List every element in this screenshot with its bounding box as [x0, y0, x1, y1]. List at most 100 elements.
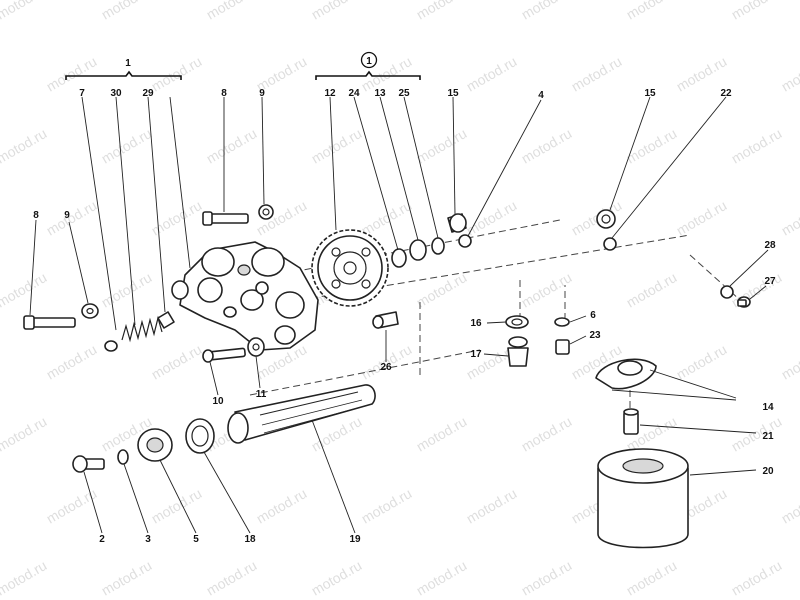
- callout-16: 16: [470, 318, 482, 329]
- watermark-text: motod.ru: [624, 125, 680, 166]
- callout-15-left: 15: [447, 88, 459, 99]
- fitting-17: [507, 336, 529, 367]
- watermark-text: motod.ru: [569, 53, 625, 94]
- watermark-text: motod.ru: [99, 557, 155, 598]
- callout-10: 10: [212, 396, 224, 407]
- watermark-text: motod.ru: [729, 557, 785, 598]
- washer-16: [505, 315, 529, 329]
- watermark-text: motod.ru: [414, 413, 470, 454]
- callout-3: 3: [145, 534, 151, 545]
- bush-15-left: [447, 213, 467, 233]
- washer-28: [720, 285, 734, 299]
- watermark-text: motod.ru: [309, 0, 365, 23]
- watermark-text: motod.ru: [729, 125, 785, 166]
- washer-9-top: [258, 204, 274, 220]
- watermark-text: motod.ru: [779, 53, 800, 94]
- washer-6: [554, 317, 570, 327]
- flange-5: [137, 428, 173, 462]
- callout-25: 25: [398, 88, 410, 99]
- watermark-text: motod.ru: [0, 557, 49, 598]
- callout-27: 27: [764, 276, 776, 287]
- snap-ring-25: [431, 237, 445, 255]
- watermark-text: motod.ru: [44, 341, 100, 382]
- watermark-text: motod.ru: [149, 341, 205, 382]
- callout-6: 6: [590, 310, 596, 321]
- callout-19: 19: [349, 534, 361, 545]
- watermark-text: motod.ru: [149, 53, 205, 94]
- group-label-1: 1: [125, 58, 131, 69]
- watermark-text: motod.ru: [624, 269, 680, 310]
- callout-14: 14: [762, 402, 774, 413]
- watermark-text: motod.ru: [414, 557, 470, 598]
- watermark-text: motod.ru: [309, 557, 365, 598]
- watermark-text: motod.ru: [254, 485, 310, 526]
- watermark-text: motod.ru: [99, 269, 155, 310]
- washer-11: [247, 337, 265, 357]
- bolt-2: [72, 455, 105, 473]
- callout-30: 30: [110, 88, 122, 99]
- watermark-text: motod.ru: [519, 0, 575, 23]
- relief-valve-29: [157, 311, 175, 329]
- washer-13: [409, 239, 427, 261]
- callout-13: 13: [374, 88, 386, 99]
- oil-filter-plate-14: [595, 358, 657, 390]
- callout-12: 12: [324, 88, 336, 99]
- watermark-text: motod.ru: [44, 485, 100, 526]
- watermark-text: motod.ru: [519, 125, 575, 166]
- washer-9-left: [81, 303, 99, 319]
- watermark-text: motod.ru: [729, 413, 785, 454]
- callout-29: 29: [142, 88, 154, 99]
- callout-15-right: 15: [644, 88, 656, 99]
- watermark-text: motod.ru: [674, 341, 730, 382]
- gasket-18: [185, 418, 215, 454]
- bolt-8-top: [202, 211, 249, 226]
- callout-26: 26: [380, 362, 392, 373]
- callout-9-top: 9: [259, 88, 265, 99]
- watermark-text: motod.ru: [99, 0, 155, 23]
- watermark-text: motod.ru: [204, 125, 260, 166]
- bush-15-right: [596, 209, 616, 229]
- watermark-text: motod.ru: [0, 0, 49, 23]
- drive-gear-12: [311, 229, 389, 307]
- callout-8-left: 8: [33, 210, 39, 221]
- watermark-text: motod.ru: [44, 53, 100, 94]
- watermark-text: motod.ru: [729, 0, 785, 23]
- watermark-text: motod.ru: [624, 557, 680, 598]
- watermark-text: motod.ru: [0, 413, 49, 454]
- relief-spring-30: [104, 315, 163, 352]
- group-bracket-1: 1: [65, 58, 182, 80]
- plug-23: [555, 339, 570, 355]
- watermark-text: motod.ru: [414, 0, 470, 23]
- o-ring-22: [603, 237, 617, 251]
- bolt-10: [202, 347, 246, 363]
- callout-23: 23: [589, 330, 601, 341]
- watermark-text: motod.ru: [359, 197, 415, 238]
- callout-17: 17: [470, 349, 482, 360]
- watermark-text: motod.ru: [464, 53, 520, 94]
- callout-labels: 7 30 29 8 9 12 24 13 25 15 4 15 22 8 9 2…: [33, 88, 776, 545]
- callout-11: 11: [256, 389, 267, 400]
- callout-18: 18: [244, 534, 256, 545]
- oil-pump-body: [171, 241, 319, 351]
- callout-8-top: 8: [221, 88, 227, 99]
- callout-4: 4: [538, 90, 544, 101]
- watermark-text: motod.ru: [0, 269, 49, 310]
- watermark-text: motod.ru: [519, 413, 575, 454]
- o-ring-4: [458, 234, 472, 248]
- watermark-text: motod.ru: [204, 0, 260, 23]
- watermark-text: motod.ru: [779, 341, 800, 382]
- washer-3: [117, 449, 129, 465]
- callout-28: 28: [764, 240, 776, 251]
- group-label-1-circled: 1: [366, 56, 372, 67]
- bolt-8-left: [23, 315, 76, 330]
- callout-7: 7: [79, 88, 85, 99]
- callout-22: 22: [720, 88, 732, 99]
- filter-union-21: [623, 408, 639, 435]
- watermark-text: motod.ru: [519, 557, 575, 598]
- snap-ring-24: [391, 248, 407, 268]
- watermark-text: motod.ru: [99, 125, 155, 166]
- bush-26: [372, 311, 399, 329]
- callout-24: 24: [348, 88, 360, 99]
- callout-2: 2: [99, 534, 105, 545]
- callout-5: 5: [193, 534, 199, 545]
